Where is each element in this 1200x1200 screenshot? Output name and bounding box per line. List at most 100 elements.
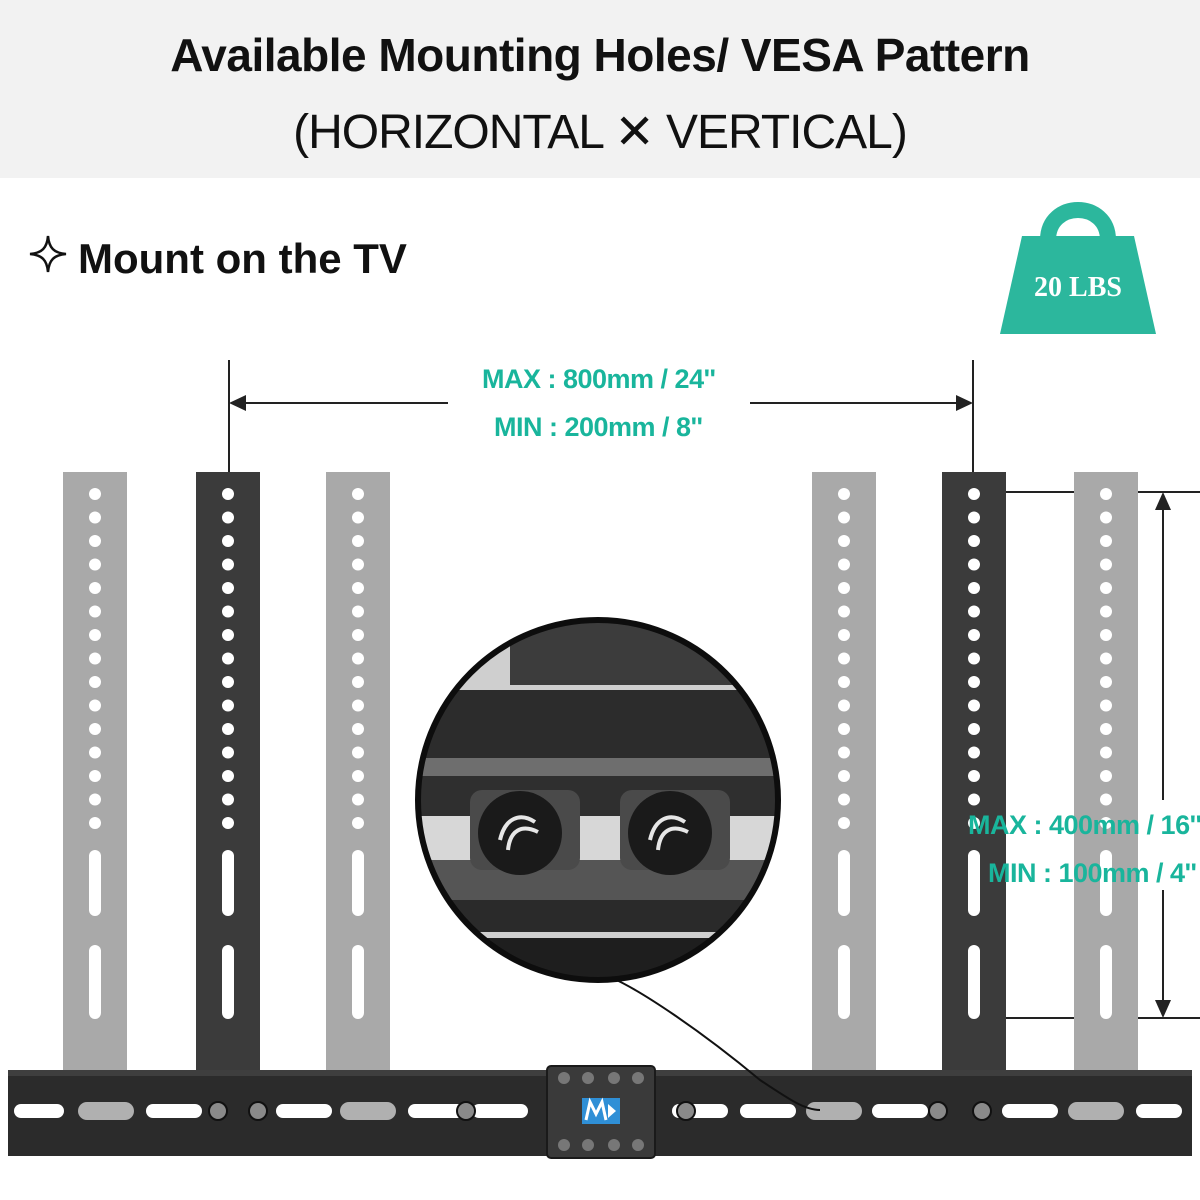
- rail-bolt: [806, 1102, 862, 1120]
- bracket-hole: [222, 746, 234, 759]
- bracket-slot: [838, 945, 850, 1019]
- bracket-hole: [89, 511, 101, 524]
- bracket-hole: [838, 535, 850, 547]
- bracket-slot: [352, 945, 364, 1019]
- bracket-hole: [838, 793, 850, 806]
- rail-slot: [14, 1104, 64, 1118]
- header-band: [0, 0, 1200, 178]
- bracket-hole: [352, 558, 364, 571]
- bracket-hole: [89, 535, 101, 547]
- rail-screw: [248, 1101, 268, 1121]
- bracket-slot: [89, 945, 101, 1019]
- bracket-hole: [838, 582, 850, 594]
- bracket-hole: [89, 652, 101, 665]
- bracket-hole: [968, 629, 980, 641]
- weight-icon: [1000, 202, 1156, 334]
- bracket-hole: [222, 817, 234, 829]
- bracket-slot: [1100, 850, 1112, 916]
- bracket-hole: [968, 770, 980, 782]
- mp-logo-icon: [582, 1097, 620, 1124]
- bracket-hole: [89, 746, 101, 759]
- bracket-hole: [222, 582, 234, 594]
- bracket-hole: [838, 723, 850, 735]
- bracket-holes: [89, 488, 1112, 1019]
- bracket-slot: [89, 850, 101, 916]
- center-plate: [546, 1065, 656, 1159]
- bracket-hole: [222, 793, 234, 806]
- page-subtitle: (HORIZONTAL ✕ VERTICAL): [293, 106, 908, 159]
- rail-slot: [1136, 1104, 1182, 1118]
- rail-slot: [740, 1104, 796, 1118]
- bracket-hole: [1100, 817, 1112, 829]
- magnifier-detail: [415, 617, 781, 983]
- bracket-hole: [89, 558, 101, 571]
- bracket-hole: [1100, 770, 1112, 782]
- bracket-hole: [222, 770, 234, 782]
- bracket-hole: [968, 511, 980, 524]
- rail-screw: [676, 1101, 696, 1121]
- bracket-hole: [352, 605, 364, 618]
- bracket-hole: [838, 511, 850, 524]
- bracket-hole: [1100, 582, 1112, 594]
- bracket-hole: [1100, 676, 1112, 688]
- bracket-hole: [968, 817, 980, 829]
- bracket-slot: [352, 850, 364, 916]
- bracket-hole: [838, 770, 850, 782]
- vertical-min: MIN : 100mm / 4'': [988, 858, 1197, 888]
- bracket-hole: [352, 770, 364, 782]
- bracket-hole: [222, 558, 234, 571]
- bracket-hole: [968, 723, 980, 735]
- bracket-hole: [352, 629, 364, 641]
- bracket-hole: [838, 652, 850, 665]
- rail-screw: [972, 1101, 992, 1121]
- rail-screw: [456, 1101, 476, 1121]
- page-title: Available Mounting Holes/ VESA Pattern: [170, 29, 1030, 81]
- bracket-hole: [222, 629, 234, 641]
- bracket-slot: [222, 850, 234, 916]
- bracket-slot: [222, 945, 234, 1019]
- bracket-hole: [968, 652, 980, 665]
- bracket-hole: [222, 605, 234, 618]
- bracket-hole: [352, 582, 364, 594]
- bracket-hole: [89, 817, 101, 829]
- section-heading: Mount on the TV: [28, 234, 407, 284]
- bracket-hole: [352, 511, 364, 524]
- bracket-hole: [352, 535, 364, 547]
- rail-bolt: [1068, 1102, 1124, 1120]
- bracket-slot: [838, 850, 850, 916]
- bracket-hole: [352, 652, 364, 665]
- bracket-hole: [352, 676, 364, 688]
- bracket-hole: [352, 817, 364, 829]
- bracket-hole: [222, 511, 234, 524]
- bracket-hole: [222, 699, 234, 712]
- bracket-hole: [968, 535, 980, 547]
- bracket-hole: [1100, 558, 1112, 571]
- bracket-hole: [1100, 605, 1112, 618]
- bracket-hole: [352, 746, 364, 759]
- bracket-hole: [1100, 699, 1112, 712]
- rail-slot: [472, 1104, 528, 1118]
- rail-slot: [276, 1104, 332, 1118]
- rail-screw: [928, 1101, 948, 1121]
- bracket-hole: [968, 793, 980, 806]
- bracket-hole: [89, 605, 101, 618]
- callout-line: [611, 977, 821, 1111]
- horizontal-max: MAX : 800mm / 24'': [482, 364, 716, 394]
- bracket-hole: [89, 582, 101, 594]
- rail-slot: [408, 1104, 464, 1118]
- bracket-slot: [968, 945, 980, 1019]
- bracket-hole: [968, 582, 980, 594]
- bracket-hole: [838, 558, 850, 571]
- bracket-hole: [838, 746, 850, 759]
- bracket-hole: [222, 535, 234, 547]
- rail-screw: [208, 1101, 228, 1121]
- bracket-hole: [1100, 723, 1112, 735]
- bracket-hole: [352, 699, 364, 712]
- bracket-hole: [968, 676, 980, 688]
- bracket-hole: [838, 699, 850, 712]
- bracket-hole: [968, 488, 980, 500]
- bracket-hole: [89, 629, 101, 641]
- bracket-hole: [838, 488, 850, 500]
- bracket-hole: [1100, 746, 1112, 759]
